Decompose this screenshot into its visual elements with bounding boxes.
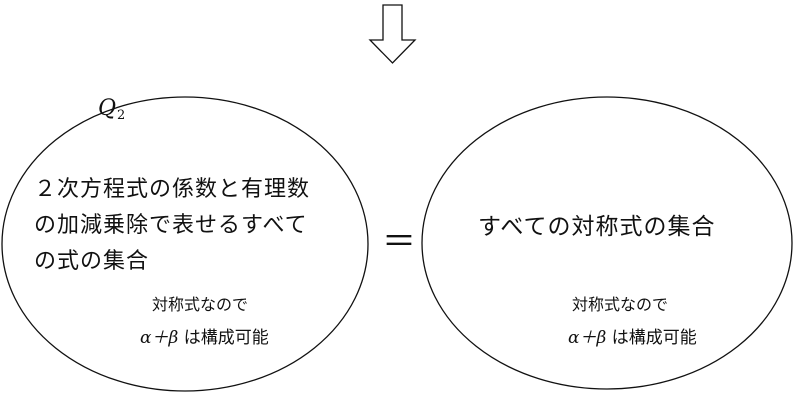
left-set-ellipse <box>1 96 369 392</box>
right-set-ellipse <box>421 96 793 390</box>
down-arrow-icon <box>368 4 417 64</box>
left-set-description: ２次方程式の係数と有理数 の加減乗除で表せるすべて の式の集合 <box>34 172 354 280</box>
right-set-title: すべての対称式の集合 <box>478 214 716 240</box>
right-note-text: は構成可能 <box>606 328 697 348</box>
left-set-line-1: ２次方程式の係数と有理数 <box>34 177 311 202</box>
right-note-line-2: α＋β は構成可能 <box>568 323 697 348</box>
equals-sign: ＝ <box>382 222 416 262</box>
left-note-text: は構成可能 <box>178 328 269 348</box>
q2-label: Q2 <box>98 96 126 123</box>
left-note-line-2: α＋β は構成可能 <box>140 323 269 348</box>
left-set-line-2: の加減乗除で表せるすべて <box>34 213 308 238</box>
left-note-math: α＋β <box>140 328 179 348</box>
left-set-line-3: の式の集合 <box>34 249 150 274</box>
right-note-line-1: 対称式なので <box>572 295 669 314</box>
right-note-math: α＋β <box>568 328 607 348</box>
left-note-line-1: 対称式なので <box>152 295 249 314</box>
